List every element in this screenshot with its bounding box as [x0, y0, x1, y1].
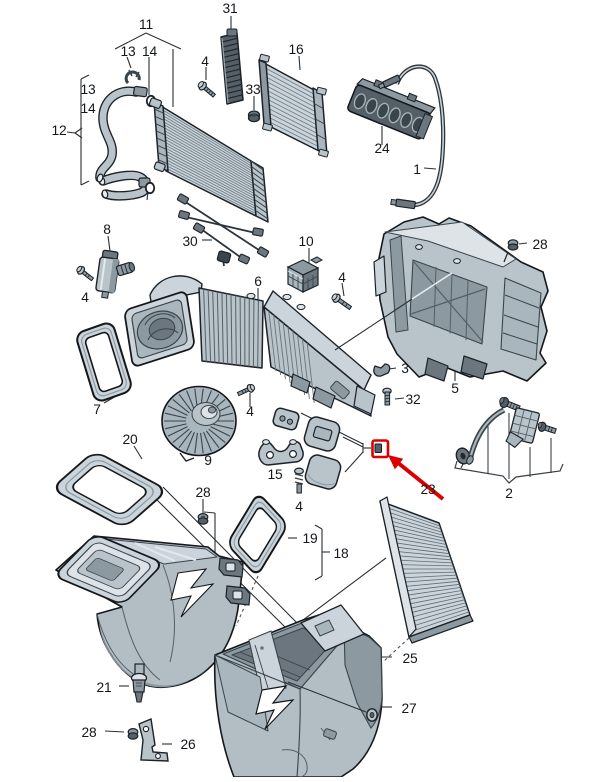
svg-text:4: 4 — [201, 54, 209, 69]
svg-text:25: 25 — [403, 651, 418, 666]
svg-text:5: 5 — [451, 381, 459, 396]
svg-text:9: 9 — [204, 453, 212, 468]
svg-text:13: 13 — [121, 44, 136, 59]
svg-text:28: 28 — [196, 485, 211, 500]
svg-text:19: 19 — [303, 531, 318, 546]
svg-text:27: 27 — [402, 701, 417, 716]
svg-text:10: 10 — [299, 234, 314, 249]
svg-text:15: 15 — [268, 467, 283, 482]
svg-text:4: 4 — [338, 270, 346, 285]
svg-text:26: 26 — [181, 737, 196, 752]
svg-text:31: 31 — [223, 1, 238, 16]
svg-text:6: 6 — [254, 274, 262, 289]
svg-text:4: 4 — [246, 404, 254, 419]
svg-text:24: 24 — [375, 141, 390, 156]
svg-text:12: 12 — [52, 123, 67, 138]
svg-text:13: 13 — [81, 82, 96, 97]
svg-text:32: 32 — [406, 392, 421, 407]
svg-text:8: 8 — [103, 222, 111, 237]
svg-text:3: 3 — [401, 361, 409, 376]
svg-text:14: 14 — [81, 101, 96, 116]
svg-text:28: 28 — [533, 237, 548, 252]
svg-text:33: 33 — [246, 82, 261, 97]
svg-text:14: 14 — [142, 44, 157, 59]
svg-text:7: 7 — [93, 402, 100, 417]
svg-text:20: 20 — [123, 432, 138, 447]
svg-text:1: 1 — [413, 162, 420, 177]
svg-text:11: 11 — [139, 17, 153, 32]
svg-text:21: 21 — [97, 680, 112, 695]
svg-text:18: 18 — [334, 546, 349, 561]
svg-text:4: 4 — [295, 499, 303, 514]
svg-text:23: 23 — [421, 482, 436, 497]
svg-text:16: 16 — [289, 42, 304, 57]
svg-text:2: 2 — [505, 486, 512, 501]
svg-text:4: 4 — [81, 290, 89, 305]
svg-text:30: 30 — [183, 234, 198, 249]
svg-text:28: 28 — [82, 725, 97, 740]
